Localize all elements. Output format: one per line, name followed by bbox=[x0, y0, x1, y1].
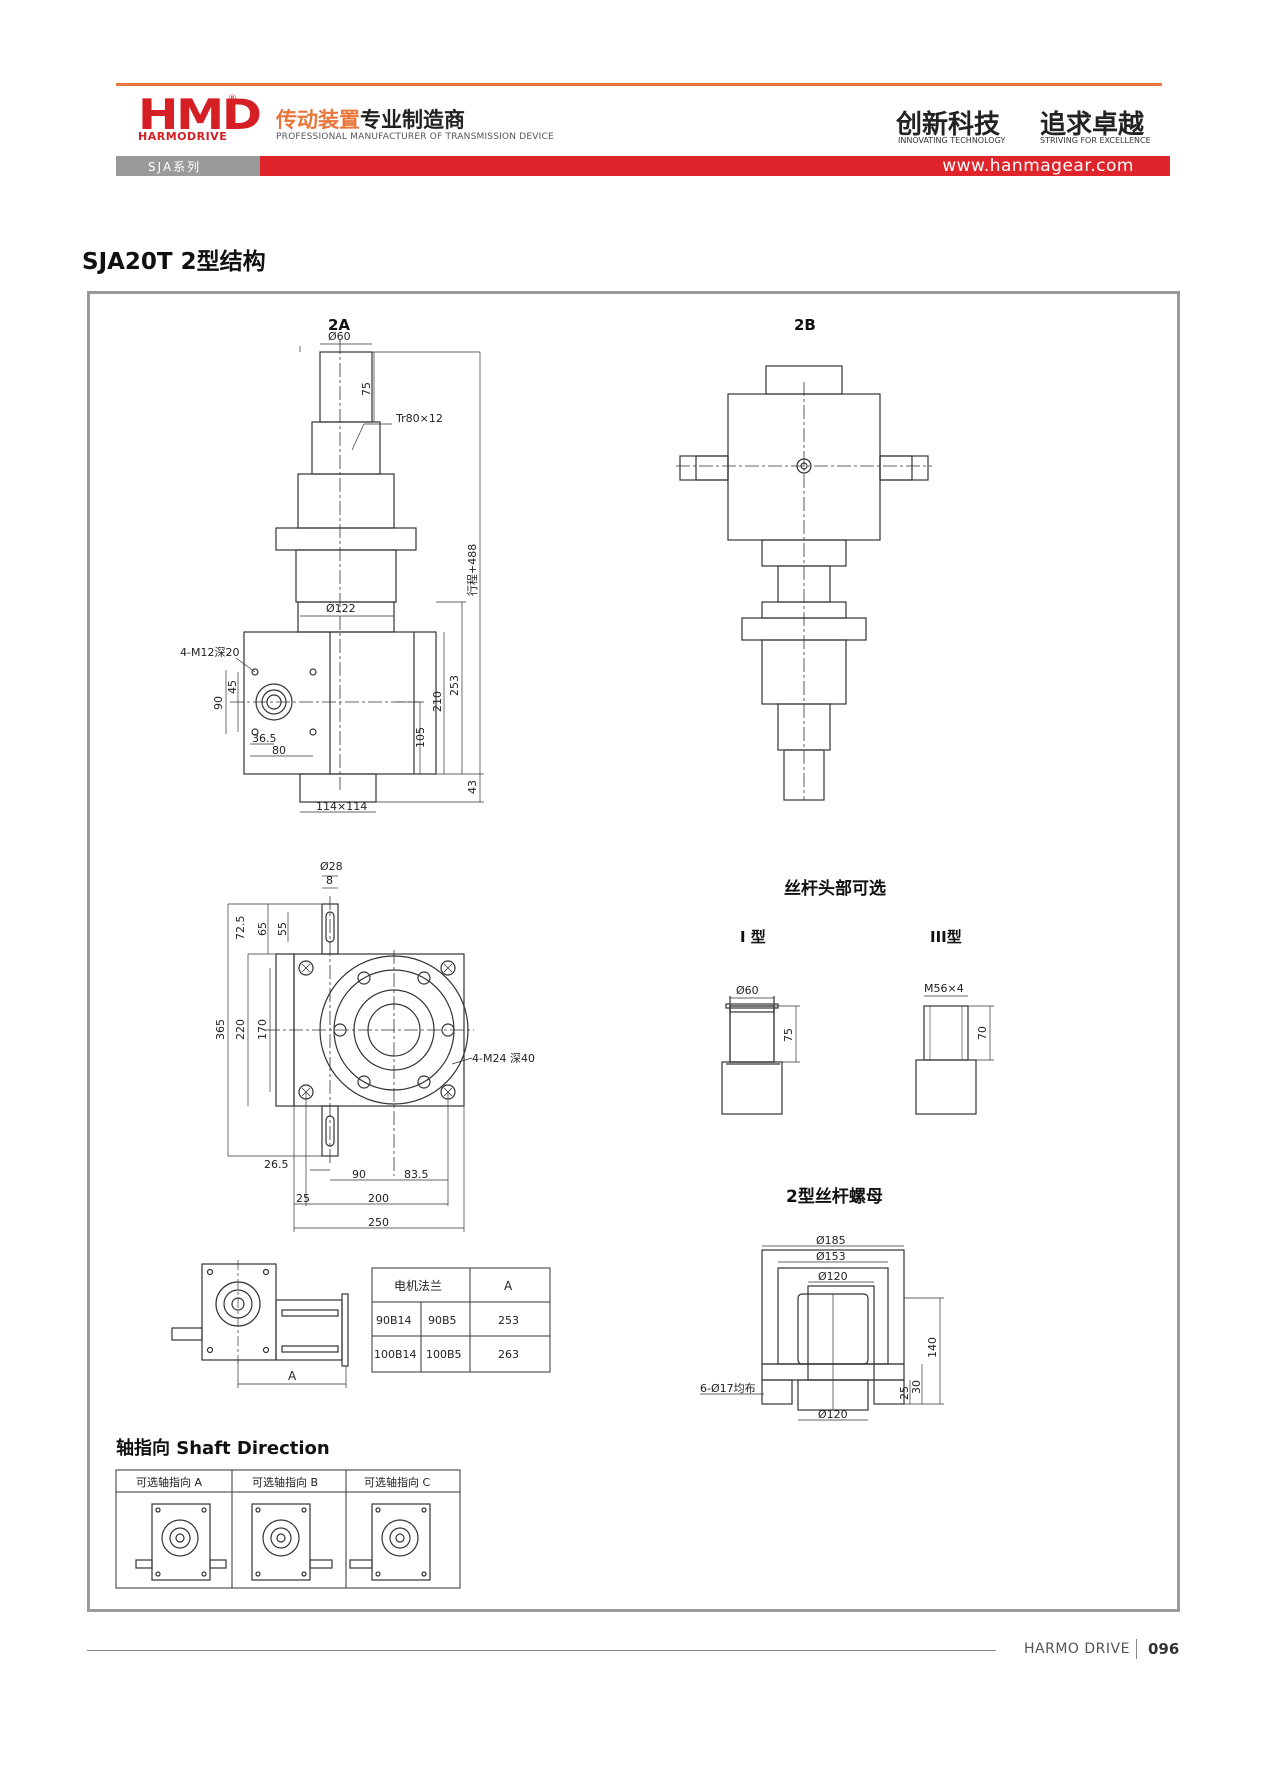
tagline-en: PROFESSIONAL MANUFACTURER OF TRANSMISSIO… bbox=[276, 132, 554, 142]
nut-holes: 6-Ø17均布 bbox=[700, 1382, 756, 1395]
motor-table-r2a: 263 bbox=[498, 1348, 519, 1361]
dim-front-holes: 4-M24 深40 bbox=[472, 1052, 535, 1065]
dim-2a-80: 80 bbox=[272, 744, 286, 757]
screw-head-type3-label: III型 bbox=[930, 928, 962, 946]
dim-2a-105: 105 bbox=[414, 727, 427, 748]
dim-2a-d122: Ø122 bbox=[326, 602, 356, 615]
dim-front-220: 220 bbox=[234, 1019, 247, 1040]
series-bar: SJA系列 bbox=[116, 156, 260, 176]
footer-brand: HARMO DRIVE bbox=[1024, 1641, 1130, 1657]
dim-front-8: 8 bbox=[326, 874, 333, 887]
tagline-cn: 传动装置专业制造商 bbox=[276, 108, 465, 132]
dim-front-200: 200 bbox=[368, 1192, 389, 1205]
screw-head-type3-l: 70 bbox=[976, 1026, 989, 1040]
shaft-direction-title: 轴指向 Shaft Direction bbox=[116, 1437, 330, 1459]
shaft-option-a: 可选轴指向 A bbox=[136, 1475, 202, 1489]
logo-mark: HMD bbox=[138, 90, 262, 139]
dim-front-55: 55 bbox=[276, 922, 289, 936]
front-view: Ø28 8 72.5 65 55 365 220 170 4-M24 深40 2… bbox=[214, 860, 535, 1232]
motor-table-header-flange: 电机法兰 bbox=[394, 1279, 442, 1293]
motor-table-r1a: 253 bbox=[498, 1314, 519, 1327]
dim-2a-holes: 4-M12深20 bbox=[180, 646, 239, 659]
screw-head-title: 丝杆头部可选 bbox=[784, 878, 886, 899]
screw-head-type3-d: M56×4 bbox=[924, 982, 964, 995]
motor-table-r2c2: 100B5 bbox=[426, 1348, 462, 1361]
nut-title: 2型丝杆螺母 bbox=[786, 1186, 883, 1207]
dim-2a-43: 43 bbox=[466, 780, 479, 794]
shaft-direction: 轴指向 Shaft Direction 可选轴指向 A 可选轴指向 B 可选轴指… bbox=[115, 1437, 461, 1589]
dim-front-26-5: 26.5 bbox=[264, 1158, 289, 1171]
slogan-excellence-en: STRIVING FOR EXCELLENCE bbox=[1040, 136, 1151, 145]
harmodrive-logo: HMD HARMODRIVE bbox=[138, 94, 262, 146]
nut-h30: 30 bbox=[910, 1380, 923, 1394]
dim-2a-75: 75 bbox=[360, 382, 373, 396]
dim-front-25: 25 bbox=[296, 1192, 310, 1205]
dim-front-365: 365 bbox=[214, 1019, 227, 1040]
shaft-option-b: 可选轴指向 B bbox=[252, 1475, 318, 1489]
page-title: SJA20T 2型结构 bbox=[82, 249, 266, 275]
view-2a-label: 2A bbox=[328, 316, 350, 334]
header-top-rule bbox=[116, 83, 1162, 86]
dim-front-90: 90 bbox=[352, 1168, 366, 1181]
shaft-option-c: 可选轴指向 C bbox=[364, 1475, 430, 1489]
motor-table-header-a: A bbox=[504, 1279, 513, 1293]
dim-2a-stroke: 行程+488 bbox=[466, 544, 479, 596]
nut-d153: Ø153 bbox=[816, 1250, 846, 1263]
series-label: SJA系列 bbox=[148, 160, 202, 174]
nut-d120-top: Ø120 bbox=[818, 1270, 848, 1283]
website-link[interactable]: www.hanmagear.com bbox=[942, 156, 1134, 176]
view-2b-label: 2B bbox=[794, 316, 816, 334]
footer-separator bbox=[1136, 1639, 1137, 1659]
registered-mark: ® bbox=[228, 94, 237, 104]
dim-front-65: 65 bbox=[256, 922, 269, 936]
drawing-frame bbox=[87, 291, 1180, 1612]
dim-front-d28: Ø28 bbox=[320, 860, 343, 873]
dim-2a-d60: Ø60 bbox=[328, 330, 351, 343]
dim-front-170: 170 bbox=[256, 1019, 269, 1040]
motor-flange-view: A 电机法兰 A 90B14 90B5 253 100B14 100B5 263 bbox=[171, 1260, 551, 1388]
nut-d185: Ø185 bbox=[816, 1234, 846, 1247]
screw-head-type1-l: 75 bbox=[782, 1028, 795, 1042]
dim-front-83-5: 83.5 bbox=[404, 1168, 429, 1181]
motor-dim-a: A bbox=[288, 1369, 297, 1383]
dim-front-250: 250 bbox=[368, 1216, 389, 1229]
dim-2a-114: 114×114 bbox=[316, 800, 367, 813]
view-2a: 2A bbox=[180, 316, 484, 813]
footer-rule bbox=[87, 1650, 996, 1651]
dim-2a-210: 210 bbox=[431, 691, 444, 712]
slogan-excellence: 追求卓越 bbox=[1040, 110, 1145, 140]
slogan-innovating: 创新科技 bbox=[896, 110, 1001, 140]
website-bar: www.hanmagear.com bbox=[260, 156, 1170, 176]
dim-2a-36-5: 36.5 bbox=[252, 732, 277, 745]
nut-h140: 140 bbox=[926, 1337, 939, 1358]
motor-table-r1c2: 90B5 bbox=[428, 1314, 457, 1327]
page-number: 096 bbox=[1148, 1640, 1180, 1658]
nut-d120-bot: Ø120 bbox=[818, 1408, 848, 1421]
motor-table-r1c1: 90B14 bbox=[376, 1314, 412, 1327]
logo-wordmark: HARMODRIVE bbox=[138, 130, 228, 143]
motor-table-r2c1: 100B14 bbox=[374, 1348, 417, 1361]
dim-2a-45: 45 bbox=[226, 680, 239, 694]
dim-2a-90: 90 bbox=[212, 696, 225, 710]
screw-head-options: 丝杆头部可选 I 型 III型 Ø60 75 M56×4 70 bbox=[721, 878, 994, 1115]
dim-front-72-5: 72.5 bbox=[234, 916, 247, 941]
screw-head-type1-d: Ø60 bbox=[736, 984, 759, 997]
slogan-innovating-en: INNOVATING TECHNOLOGY bbox=[898, 136, 1006, 145]
lead-screw-nut: 2型丝杆螺母 Ø185 Ø153 Ø120 Ø120 140 30 25 6-Ø… bbox=[700, 1186, 944, 1421]
dim-2a-thread: Tr80×12 bbox=[395, 412, 443, 425]
dim-2a-253: 253 bbox=[448, 675, 461, 696]
nut-h25: 25 bbox=[898, 1386, 911, 1400]
screw-head-type1-label: I 型 bbox=[740, 928, 766, 946]
view-2b: 2B bbox=[676, 316, 932, 801]
